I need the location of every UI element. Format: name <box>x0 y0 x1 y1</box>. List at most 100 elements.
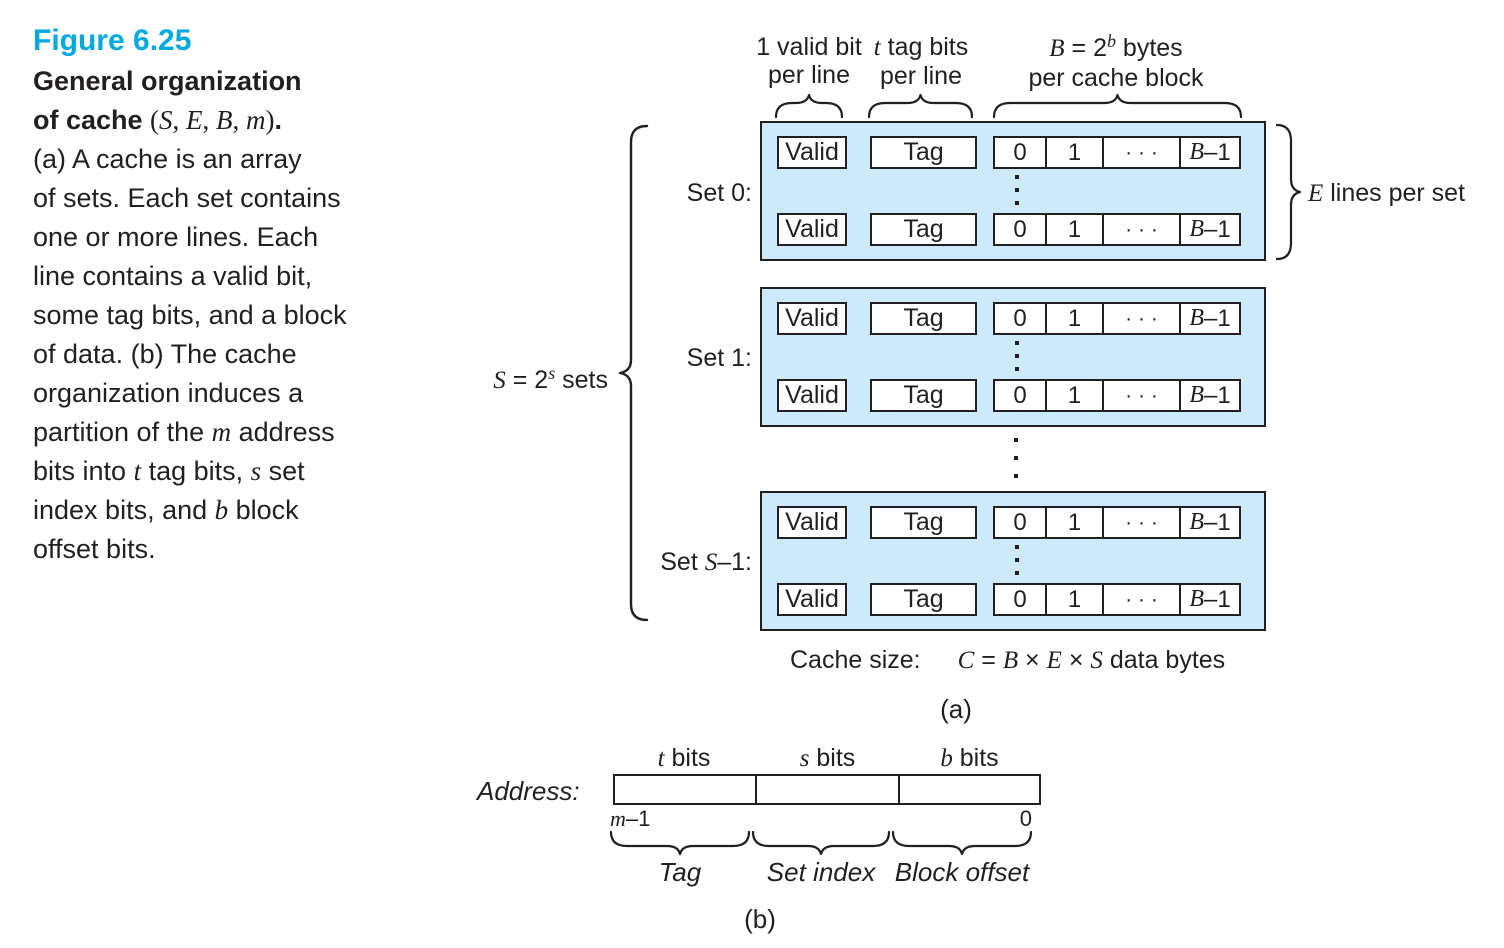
text-segment: of cache <box>33 105 151 135</box>
tag-field-label: Tag <box>610 857 750 888</box>
text-segment: tag bits <box>880 33 969 61</box>
text-segment: 1 <box>1067 215 1082 243</box>
byte-cell: 0 <box>995 585 1047 614</box>
text-segment: S <box>1090 647 1103 674</box>
text-segment: b <box>940 745 953 772</box>
brace-block-offset-field <box>891 830 1033 856</box>
text-segment: –1 <box>625 806 651 831</box>
text-segment: 1 <box>1067 585 1082 613</box>
address-box <box>613 774 1041 805</box>
text-segment: Valid <box>785 508 839 536</box>
text-segment: 1 <box>1067 304 1082 332</box>
text-segment: 1 <box>1067 508 1082 536</box>
text-segment: · · · <box>1125 306 1158 330</box>
text-segment: –1 <box>1203 304 1231 332</box>
text-segment: some tag bits, and a block <box>33 300 347 330</box>
text-segment: General organization <box>33 66 302 96</box>
text-segment: 0 <box>1013 508 1027 536</box>
text-segment: tag bits, <box>141 456 251 486</box>
text-segment: B <box>216 105 233 135</box>
cache-size-line: Cache size: C = B × E × S data bytes <box>790 646 1225 675</box>
text-segment: bits <box>809 744 856 772</box>
byte-cell: B–1 <box>1181 585 1239 614</box>
lines-per-set-label: E lines per set <box>1308 179 1465 208</box>
byte-cell: 1 <box>1047 585 1104 614</box>
text-segment: 1 valid bit <box>756 33 862 61</box>
set-0-label: Set 0: <box>560 179 752 208</box>
text-segment: , <box>172 105 187 135</box>
text-segment: –1 <box>1203 381 1231 409</box>
brace-block-column <box>992 93 1243 119</box>
s-bits-label: s bits <box>756 744 899 773</box>
text-segment: bits <box>952 744 999 772</box>
tag-box: Tag <box>870 136 977 169</box>
caption-line: organization induces a <box>33 374 347 413</box>
text-segment: E <box>1308 180 1324 207</box>
text-segment: s <box>548 363 556 383</box>
byte-cell: 0 <box>995 215 1047 244</box>
text-segment: t <box>873 34 881 61</box>
text-segment: Set 0: <box>686 179 752 207</box>
text-segment: block <box>228 495 299 525</box>
text-segment: Set <box>660 548 705 576</box>
text-segment: 1 <box>1067 138 1082 166</box>
text-segment: C <box>957 647 975 674</box>
ellipsis-cell: · · · <box>1104 304 1181 333</box>
text-segment: Tag <box>903 585 944 613</box>
text-segment: offset bits. <box>33 534 156 564</box>
caption-line: of data. (b) The cache <box>33 335 347 374</box>
text-segment: m <box>246 105 266 135</box>
text-segment: 0 <box>1013 381 1027 409</box>
text-segment: –1 <box>1203 585 1231 613</box>
label-line: per cache block <box>983 64 1249 92</box>
text-segment: data bytes <box>1102 646 1226 674</box>
text-segment: per line <box>768 61 850 89</box>
ellipsis-cell: · · · <box>1104 381 1181 410</box>
text-segment: m <box>211 417 232 447</box>
label-line: per line <box>729 61 889 89</box>
caption-line: offset bits. <box>33 530 347 569</box>
brace-tag-column <box>867 93 974 119</box>
byte-cell: 1 <box>1047 381 1104 410</box>
label-valid-bit-per-line: 1 valid bit per line <box>729 33 889 89</box>
part-a-label: (a) <box>940 694 972 724</box>
vertical-ellipsis-icon <box>1015 341 1019 371</box>
label-bytes-per-cache-block: B = 2b bytes per cache block <box>983 31 1249 92</box>
byte-cell: 0 <box>995 304 1047 333</box>
text-segment: B <box>1189 139 1204 165</box>
text-segment: S <box>493 367 506 394</box>
vertical-ellipsis-icon <box>1015 175 1019 205</box>
text-segment: · · · <box>1125 217 1158 241</box>
cache-size-label: Cache size: <box>790 646 921 675</box>
text-segment: 0 <box>1013 585 1027 613</box>
data-block: 0 1 · · · B–1 <box>993 379 1241 412</box>
text-segment: Valid <box>785 138 839 166</box>
ellipsis-cell: · · · <box>1104 138 1181 167</box>
caption-line: some tag bits, and a block <box>33 296 347 335</box>
text-segment: 0 <box>1013 215 1027 243</box>
text-segment: per line <box>880 62 962 90</box>
byte-cell: 0 <box>995 381 1047 410</box>
brace-set-index-field <box>751 830 891 856</box>
text-segment: E <box>186 105 203 135</box>
ellipsis-cell: · · · <box>1104 508 1181 537</box>
caption-line: line contains a valid bit, <box>33 257 347 296</box>
valid-bit-box: Valid <box>777 506 847 539</box>
tag-box: Tag <box>870 213 977 246</box>
text-segment: Set 1: <box>686 344 752 372</box>
set-block-s-1: Valid Tag 0 1 · · · B–1 Valid Tag 0 1 · … <box>760 491 1266 631</box>
text-segment: B <box>1189 586 1204 612</box>
text-segment: B <box>1189 509 1204 535</box>
text-segment: = 2 <box>505 366 549 394</box>
text-segment: · · · <box>1125 140 1158 164</box>
address-set-index-field <box>757 776 900 803</box>
byte-cell: B–1 <box>1181 138 1239 167</box>
text-segment: –1: <box>717 548 752 576</box>
text-segment: sets <box>555 366 608 394</box>
text-segment: Tag <box>658 857 702 887</box>
tag-box: Tag <box>870 506 977 539</box>
label-line: t tag bits <box>841 33 1001 62</box>
text-segment: ( <box>150 105 160 135</box>
text-segment: E <box>1046 647 1062 674</box>
text-segment: Valid <box>785 585 839 613</box>
